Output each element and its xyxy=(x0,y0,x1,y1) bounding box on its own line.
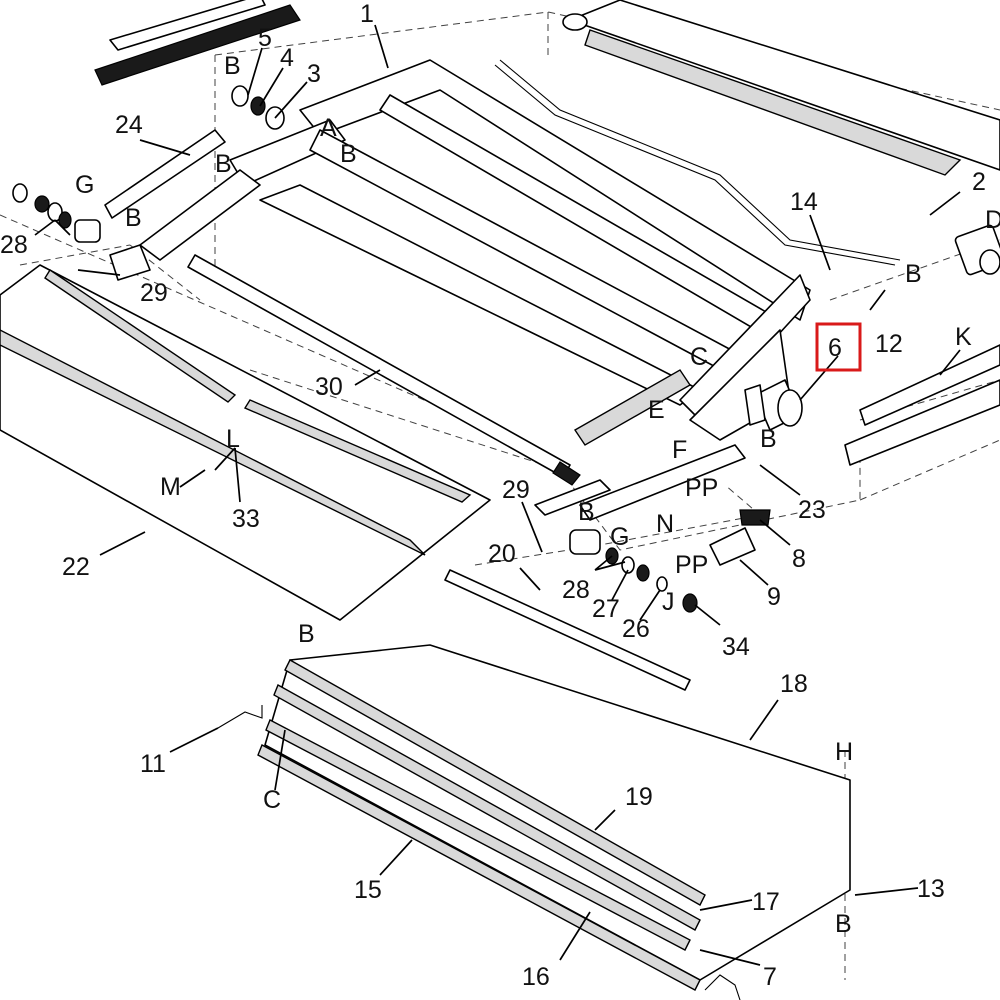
callout-9: 9 xyxy=(767,583,781,611)
callout-26: 26 xyxy=(622,615,650,643)
callout-1: 1 xyxy=(360,0,374,28)
callout-19: 19 xyxy=(625,783,653,811)
callout-15: 15 xyxy=(354,876,382,904)
callout-B-7: B xyxy=(578,498,595,526)
callout-24: 24 xyxy=(115,111,143,139)
callout-B-4: B xyxy=(125,204,142,232)
callout-5: 5 xyxy=(258,24,272,52)
callout-PP-2: PP xyxy=(675,551,708,579)
callout-M: M xyxy=(160,473,181,501)
callout-G-1: G xyxy=(75,171,94,199)
callout-4: 4 xyxy=(280,44,294,72)
callout-12: 12 xyxy=(875,330,903,358)
callout-29-lower: 29 xyxy=(502,476,530,504)
callout-B-5: B xyxy=(905,260,922,288)
left-bearing-stack xyxy=(12,183,101,243)
callout-27: 27 xyxy=(592,595,620,623)
callout-6: 6 xyxy=(828,334,842,362)
callout-11: 11 xyxy=(140,750,166,778)
side-rod xyxy=(494,59,901,266)
callout-F: F xyxy=(672,436,687,464)
callout-34: 34 xyxy=(722,633,750,661)
callout-K: K xyxy=(955,323,972,351)
callout-B-8: B xyxy=(298,620,315,648)
callout-B-3: B xyxy=(215,150,232,178)
leader-lines xyxy=(34,24,961,966)
callout-17: 17 xyxy=(752,888,780,916)
callout-16: 16 xyxy=(522,963,550,991)
callout-E: E xyxy=(648,396,665,424)
callout-30: 30 xyxy=(315,373,343,401)
callout-20: 20 xyxy=(488,540,516,568)
upper-bearing-stack xyxy=(231,85,285,130)
callout-22: 22 xyxy=(62,553,90,581)
callout-G-2: G xyxy=(610,523,629,551)
callout-L: L xyxy=(226,425,240,453)
callout-B-9: B xyxy=(835,910,852,938)
callout-28-left: 28 xyxy=(0,231,28,259)
tray-assembly xyxy=(0,264,491,621)
callout-H: H xyxy=(835,738,853,766)
upper-strip-bracket xyxy=(94,0,301,86)
lower-rail xyxy=(444,569,691,691)
callout-14: 14 xyxy=(790,188,818,216)
top-roller-cover xyxy=(562,0,1000,176)
callout-8: 8 xyxy=(792,545,806,573)
lower-bearing-group xyxy=(534,444,771,613)
callout-D: D xyxy=(985,206,1000,234)
lower-shaft xyxy=(187,254,581,486)
callout-B-1: B xyxy=(224,52,241,80)
callout-7: 7 xyxy=(763,963,777,991)
callout-18: 18 xyxy=(780,670,808,698)
callout-N: N xyxy=(656,510,674,538)
callout-B-6: B xyxy=(760,425,777,453)
callout-13: 13 xyxy=(917,875,945,903)
callout-C-2: C xyxy=(263,786,281,814)
callout-B-2: B xyxy=(340,140,357,168)
highlight-box xyxy=(815,322,862,372)
callout-33: 33 xyxy=(232,505,260,533)
callout-23: 23 xyxy=(798,496,826,524)
motor xyxy=(744,379,803,431)
right-plate xyxy=(844,344,1000,466)
handle xyxy=(217,705,741,1000)
callout-A: A xyxy=(320,114,337,142)
right-roller xyxy=(954,224,1000,276)
callout-J: J xyxy=(662,588,675,616)
callout-28-lower: 28 xyxy=(562,576,590,604)
callout-2: 2 xyxy=(972,168,986,196)
left-side-plate xyxy=(104,129,226,219)
callout-29-left: 29 xyxy=(140,279,168,307)
callout-C-1: C xyxy=(690,343,708,371)
bottom-strips xyxy=(257,659,706,991)
callout-3: 3 xyxy=(307,60,321,88)
callout-PP-1: PP xyxy=(685,474,718,502)
